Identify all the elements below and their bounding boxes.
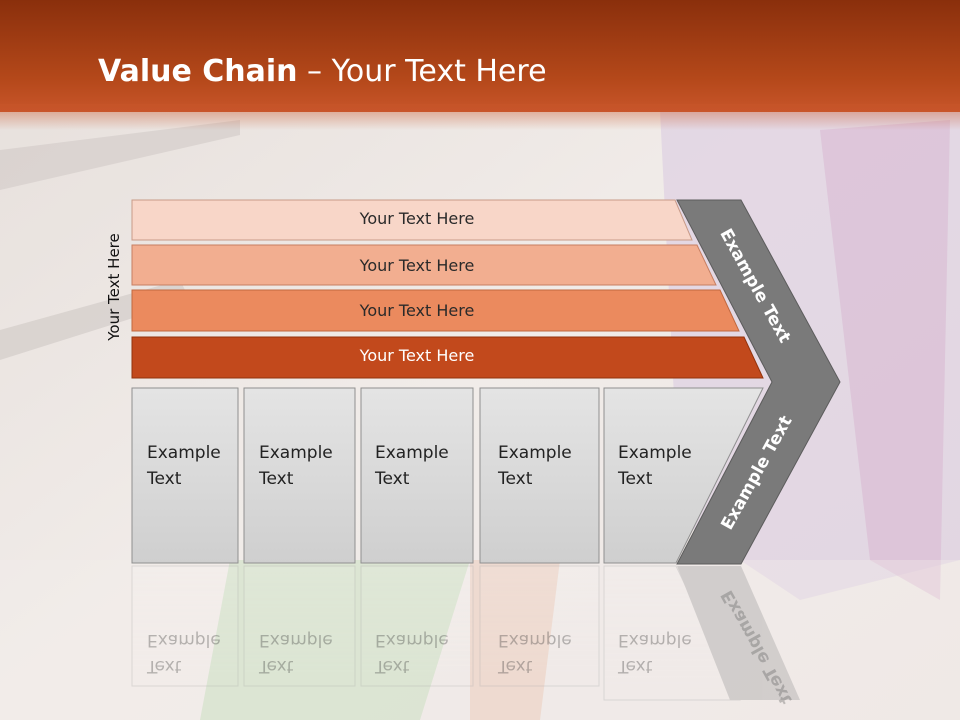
box-3-line2: Text [375, 469, 410, 489]
band-3-label: Your Text Here [359, 301, 475, 320]
box-5-line2: Text [618, 469, 653, 489]
box-2 [243, 387, 356, 564]
box-4-line2: Text [498, 469, 533, 489]
box-1 [131, 387, 239, 564]
title-fade [0, 104, 960, 130]
band-4 [131, 336, 764, 379]
band-4-label: Your Text Here [359, 346, 475, 365]
band-3 [131, 289, 740, 332]
box-1-line2: Text [147, 469, 182, 489]
band-1-label: Your Text Here [359, 209, 475, 228]
band-2-label: Your Text Here [359, 256, 475, 275]
slide-title: Value Chain – Your Text Here [98, 52, 547, 92]
band-2 [131, 244, 717, 286]
box-4 [479, 387, 600, 564]
box-4-line1: Example [498, 443, 572, 463]
box-5-line1: Example [618, 443, 692, 463]
slide-title-rest: – Your Text Here [297, 54, 547, 89]
box-3 [360, 387, 474, 564]
box-5 [603, 387, 764, 564]
slide-title-bold: Value Chain [98, 54, 298, 89]
box-1-line1: Example [147, 443, 221, 463]
box-3-line1: Example [375, 443, 449, 463]
chevron-shape [676, 199, 841, 565]
box-2-line1: Example [259, 443, 333, 463]
box-2-line2: Text [259, 469, 294, 489]
reflection-shapes [131, 565, 800, 701]
title-band [0, 0, 960, 112]
band-1 [131, 199, 693, 241]
